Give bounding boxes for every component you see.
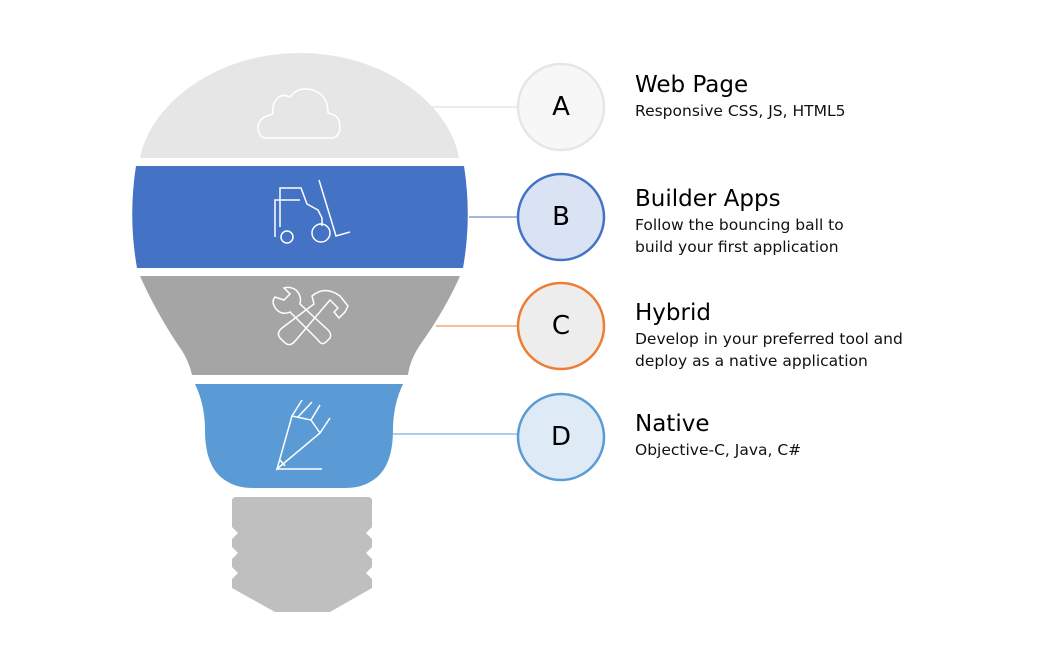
- item-builder-apps: Builder Apps Follow the bouncing ball to…: [635, 185, 844, 258]
- letter-a: A: [552, 92, 570, 122]
- item-desc: build your first application: [635, 238, 839, 256]
- item-title: Web Page: [635, 72, 749, 98]
- forklift-icon: [274, 179, 351, 244]
- bulb-base: [232, 497, 372, 612]
- bulb-section-hybrid: [140, 276, 460, 375]
- item-native: Native Objective-C, Java, C#: [635, 410, 801, 461]
- bulb-section-web: [140, 53, 459, 158]
- circle-c: [516, 281, 606, 371]
- bulb-section-builder: [132, 166, 468, 268]
- tools-icon: [272, 286, 349, 346]
- item-web-page: Web Page Responsive CSS, JS, HTML5: [635, 71, 845, 122]
- pencil-icon: [275, 399, 331, 472]
- item-title: Hybrid: [635, 300, 711, 326]
- item-desc: Responsive CSS, JS, HTML5: [635, 102, 846, 120]
- circle-b: [516, 172, 606, 262]
- item-title: Builder Apps: [635, 186, 781, 212]
- letter-d: D: [550, 422, 572, 452]
- letter-b: B: [552, 202, 570, 232]
- item-desc: Develop in your preferred tool and: [635, 330, 903, 348]
- circle-d: [516, 392, 606, 482]
- item-hybrid: Hybrid Develop in your preferred tool an…: [635, 299, 903, 372]
- item-desc: Follow the bouncing ball to: [635, 216, 844, 234]
- item-desc: Objective-C, Java, C#: [635, 441, 802, 459]
- bulb-section-native: [195, 384, 403, 488]
- letter-c: C: [551, 311, 571, 341]
- circle-a: [516, 62, 606, 152]
- item-desc: deploy as a native application: [635, 352, 868, 370]
- cloud-icon: [257, 88, 341, 139]
- item-title: Native: [635, 411, 710, 437]
